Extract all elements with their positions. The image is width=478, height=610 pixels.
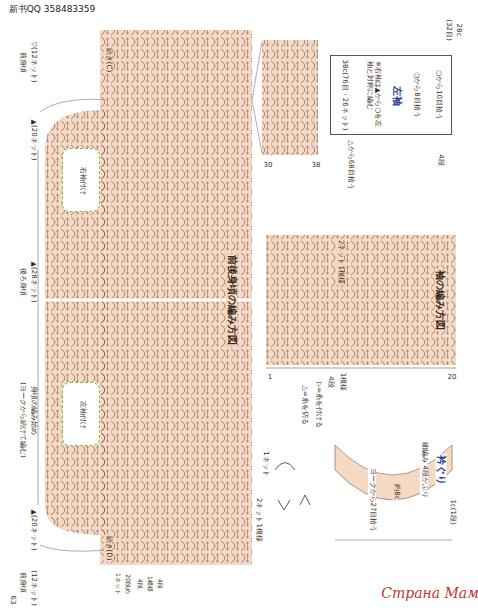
chart-label: 約8c xyxy=(392,483,400,500)
chart-label: 38 xyxy=(311,162,322,170)
chart-label: 前身頃 xyxy=(18,51,26,74)
chart-label: 1模様 xyxy=(338,372,346,392)
chart-panel: 前後身頃の編み方図右袖付け左袖付け xyxy=(100,30,252,565)
chart-label: 後ろ身頃 xyxy=(18,267,26,297)
chart-label: △=糸を切る xyxy=(300,384,308,425)
watermark: Страна Мам xyxy=(380,586,478,601)
chart-label: 前身頃 xyxy=(18,571,26,594)
chart-label: 20 xyxy=(447,374,458,382)
chart-label: △から68目拾う xyxy=(346,139,354,190)
node-title: 前後身頃の編み方図 xyxy=(227,254,238,346)
node-title: 左袖 xyxy=(392,85,403,107)
chart-label: 続き(C) xyxy=(104,47,112,73)
chart-label: 4段 xyxy=(436,153,444,166)
chart-label: (32目) xyxy=(444,18,452,41)
armhole-opening: 右袖付け xyxy=(62,148,100,212)
chart-label: ▲(20ネット) xyxy=(29,119,37,162)
chart-label: 1模様 xyxy=(147,575,154,593)
chart-label: 20段め xyxy=(125,573,132,595)
chart-label: ▽(12ネット) xyxy=(29,41,37,84)
chart-label: 2ネット1模様 xyxy=(254,497,262,543)
chart-label: ▲(20ネット) xyxy=(29,509,37,552)
chart-label: 4段 xyxy=(326,375,334,388)
chart-label: 1ネット xyxy=(115,572,122,596)
legend-text: 1ネット xyxy=(261,450,269,477)
node-title: 衿ぐり xyxy=(436,454,447,486)
chart-label: 28c xyxy=(454,23,462,38)
chart-label: ヨークから27目拾う xyxy=(368,467,376,534)
node-note: ※右袖は▲から○を左袖と対称に編む xyxy=(365,60,380,132)
chart-panel: 袖の編み方図 xyxy=(262,232,458,368)
chart-label: (ヨークから続けて編む) xyxy=(18,381,26,458)
node-title: 袖の編み方図 xyxy=(435,269,446,331)
armhole-opening: 左袖付け xyxy=(62,382,100,446)
node-note: 細編み 4段かぶり xyxy=(420,441,428,499)
chart-label: 4段 xyxy=(137,578,144,590)
chart-label: 続き(D) xyxy=(104,535,112,562)
chart-label: ▷=糸を付ける xyxy=(314,381,322,429)
header-note: 新书QQ 358483359 xyxy=(8,5,97,15)
node-title: 右袖付け xyxy=(78,166,86,196)
chart-label: 63 xyxy=(8,595,16,606)
chart-label: 1 xyxy=(267,374,273,382)
chart-label: 30 xyxy=(263,162,274,170)
chart-label: ▲(28ネット) xyxy=(29,261,37,304)
chart-label: ○から8目拾う xyxy=(412,71,420,119)
node-title: 左袖付け xyxy=(78,400,86,430)
chart-label: ○から10目拾う xyxy=(434,69,442,121)
chart-label: 身頃の編み始め xyxy=(29,385,37,436)
chart-label: (12ネット) xyxy=(29,569,37,606)
chart-label: 2ネット1模様 xyxy=(336,239,344,285)
chart-label: 38c(76目・26ネット) xyxy=(340,58,348,131)
chart-label: 4段 xyxy=(157,578,164,590)
chart-label: 1c(1段) xyxy=(448,498,456,525)
